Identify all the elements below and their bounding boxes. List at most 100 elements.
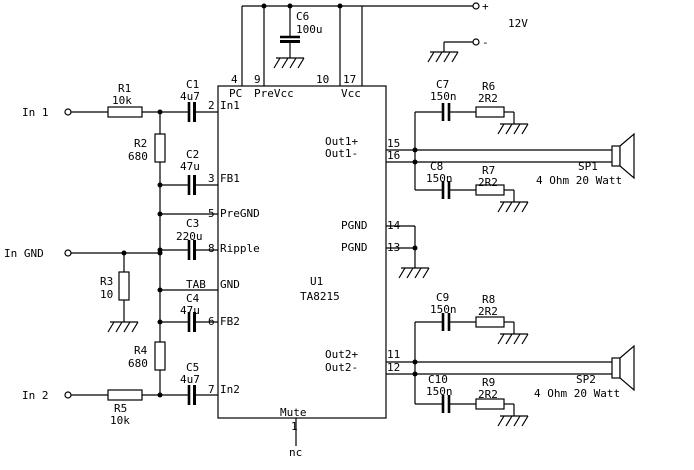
ground-symbol [398,267,430,279]
resistor-r2 [154,133,166,163]
resistor-r5 [107,389,143,401]
c7-ref: C7 [436,78,449,91]
pin-10-number: 10 [316,73,329,86]
c8-ref: C8 [430,160,443,173]
c3-value: 220u [176,230,203,243]
r2-value: 680 [128,150,148,163]
capacitor-c5 [187,385,196,405]
r5-value: 10k [110,414,130,427]
r1-value: 10k [112,94,132,107]
pin-pc-label: PC [229,87,242,100]
c7-value: 150n [430,90,457,103]
pin-15-number: 15 [387,137,400,150]
r4-value: 680 [128,357,148,370]
capacitor-c2 [187,175,196,195]
pin-17-number: 17 [343,73,356,86]
pin-12-number: 12 [387,361,400,374]
r7-ref: R7 [482,164,495,177]
r8-ref: R8 [482,293,495,306]
resistor-r4 [154,341,166,371]
ic-body [217,85,387,419]
pin-fb1-label: FB1 [220,172,240,185]
c8-value: 150n [426,172,453,185]
pin-11-number: 11 [387,348,400,361]
sp2-ref: SP2 [576,373,596,386]
pin-out2p-label: Out2+ [325,348,358,361]
pin-tab-label: TAB [186,278,206,291]
c2-value: 47u [180,160,200,173]
speaker-sp2 [611,344,635,392]
pin-2-number: 2 [208,99,215,112]
ground-symbol [497,123,529,135]
input-1-label: In 1 [22,106,49,119]
capacitor-c1 [187,102,196,122]
c4-value: 47u [180,304,200,317]
pin-1-number: 1 [291,420,298,433]
c6-ref: C6 [296,10,309,23]
r4-ref: R4 [134,344,148,357]
pin-8-number: 8 [208,242,215,255]
ground-symbol [427,51,459,63]
pin-fb2-label: FB2 [220,315,240,328]
c4-ref: C4 [186,292,200,305]
pin-out1p-label: Out1+ [325,135,358,148]
pin-in1-label: In1 [220,99,240,112]
resistor-r1 [107,106,143,118]
c5-value: 4u7 [180,373,200,386]
pin-nc-label: nc [289,446,302,459]
input-gnd-terminal [64,249,72,257]
ic-ref: U1 [310,275,323,288]
c1-ref: C1 [186,78,199,91]
pin-gnd-label: GND [220,278,240,291]
r2-ref: R2 [134,137,147,150]
c10-ref: C10 [428,373,448,386]
r9-value: 2R2 [478,388,498,401]
capacitor-c4 [187,312,196,332]
pin-pgnd-a-label: PGND [341,219,368,232]
r1-ref: R1 [118,82,131,95]
r7-value: 2R2 [478,176,498,189]
capacitor-c3 [187,240,196,260]
r6-ref: R6 [482,80,495,93]
input-2-terminal [64,391,72,399]
pin-4-number: 4 [231,73,238,86]
ground-symbol [497,333,529,345]
supply-minus-terminal [472,38,480,46]
c3-ref: C3 [186,217,199,230]
pin-vcc-label: Vcc [341,87,361,100]
pin-out2m-label: Out2- [325,361,358,374]
pin-7-number: 7 [208,383,215,396]
input-1-terminal [64,108,72,116]
supply-plus-label: + [482,0,489,13]
r8-value: 2R2 [478,305,498,318]
c9-value: 150n [430,303,457,316]
sp2-spec: 4 Ohm 20 Watt [534,387,620,400]
r9-ref: R9 [482,376,495,389]
pin-3-number: 3 [208,172,215,185]
supply-minus-label: - [482,36,489,49]
pin-ripple-label: Ripple [220,242,260,255]
pin-mute-label: Mute [280,406,307,419]
capacitor-c6 [280,6,300,58]
sp1-ref: SP1 [578,160,598,173]
supply-rail: + - 12V [242,0,528,52]
pin-pregnd-label: PreGND [220,207,260,220]
c6-value: 100u [296,23,323,36]
r3-value: 10 [100,288,113,301]
pin-9-number: 9 [254,73,261,86]
ground-symbol [273,57,305,69]
pin-16-number: 16 [387,149,400,162]
r3-ref: R3 [100,275,113,288]
ground-symbol [497,415,529,427]
pin-pgnd-b-label: PGND [341,241,368,254]
r5-ref: R5 [114,402,127,415]
pin-in2-label: In2 [220,383,240,396]
resistor-r3 [118,271,130,301]
sp1-spec: 4 Ohm 20 Watt [536,174,622,187]
ground-symbol [497,201,529,213]
r6-value: 2R2 [478,92,498,105]
ground-symbol [107,321,139,333]
resistor-r8 [475,316,505,328]
supply-voltage-label: 12V [508,17,528,30]
